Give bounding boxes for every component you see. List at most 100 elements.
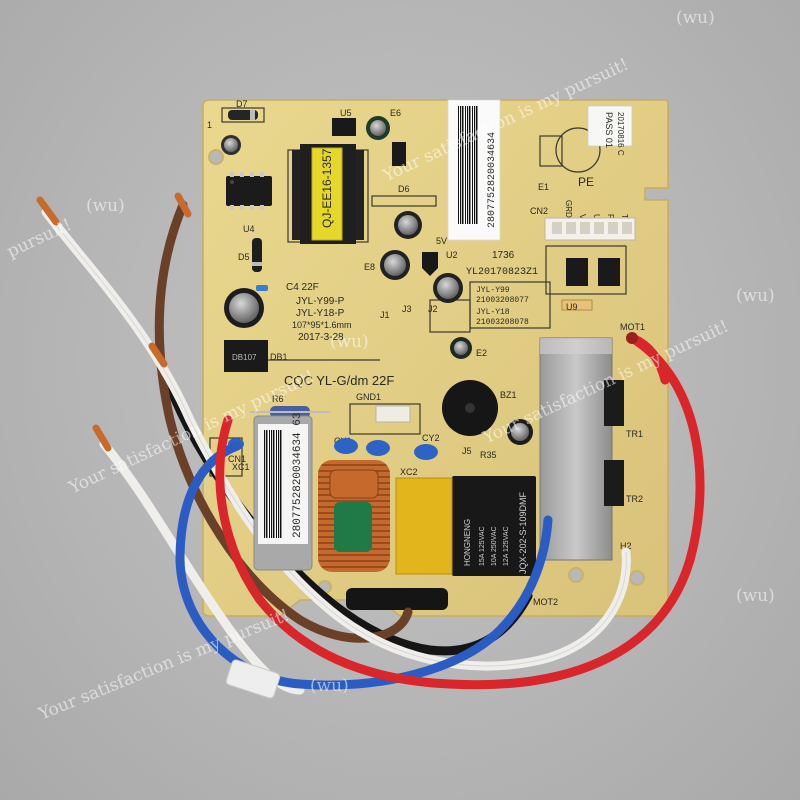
ref-u4: U4 (243, 224, 255, 234)
watermark: (wu) (676, 8, 715, 28)
barcode-sticker-board: 2807752820034634 (447, 99, 501, 241)
ref-mot1: MOT1 (620, 322, 645, 332)
relay-brand: HONGNENG (463, 519, 472, 566)
fuse (346, 588, 448, 610)
relay-rating-1: 15A 125VAC (479, 526, 486, 566)
ref-e1: E1 (538, 182, 549, 192)
ic-d6 (392, 142, 406, 166)
ref-mot2: MOT2 (533, 597, 558, 607)
ic-optocoupler-2 (598, 258, 620, 286)
ref-r35: R35 (480, 450, 497, 460)
watermark: (wu) (736, 586, 775, 606)
ref-u5: U5 (340, 108, 352, 118)
capacitor-c4 (224, 285, 268, 328)
ref-5v: 5V (436, 236, 447, 246)
silkscreen-text: 1 D7 U5 E6 D6 U4 D5 E8 U2 5V J1 J3 J2 E2… (207, 99, 645, 607)
rectifier-mark: DB107 (232, 353, 257, 362)
ref-gnd1: GND1 (356, 392, 381, 402)
capacitor-small-tl (221, 135, 241, 155)
serial-line-3: JYL-Y18 (476, 308, 510, 317)
watermark: (wu) (736, 286, 775, 306)
ref-tr2: TR2 (626, 494, 643, 504)
mounting-hole (568, 567, 584, 583)
common-mode-choke (318, 460, 390, 572)
model-line-1: JYL-Y99-P (296, 296, 345, 307)
ref-j1: J1 (380, 310, 390, 320)
triac-tr1 (604, 380, 624, 426)
capacitor-e2 (450, 337, 472, 359)
ref-db1: DB1 (270, 352, 288, 362)
cn2-mark-grd: GRD (564, 200, 573, 218)
ref-xc2: XC2 (400, 467, 418, 477)
ref-e8: E8 (364, 262, 375, 272)
ref-cn2: CN2 (530, 206, 548, 216)
connector-gnd1 (375, 405, 411, 423)
ref-bz1: BZ1 (500, 390, 517, 400)
cap-label: C4 22F (286, 282, 319, 293)
serial-line-4: 21003208078 (476, 318, 529, 327)
ic-u5 (332, 118, 356, 136)
ref-d5: D5 (238, 252, 250, 262)
watermark: (wu) (330, 332, 369, 352)
ref-cn1: CN1 (228, 454, 246, 464)
wire-ends (36, 192, 638, 452)
transformer-label: QJ-EE16-1357 (320, 148, 334, 228)
model-line-4: 2017-3-28 (298, 332, 344, 343)
ref-h2: H2 (620, 541, 632, 551)
watermark: (wu) (86, 196, 125, 216)
pass-status: PASS 01 (604, 112, 614, 148)
resistor-r6 (250, 406, 330, 418)
ref-d7: D7 (236, 99, 248, 109)
ref-j3: J3 (402, 304, 412, 314)
triac-tr2 (604, 460, 624, 506)
diode-d7 (228, 110, 258, 120)
ref-u9: U9 (566, 302, 578, 312)
capacitor-e8 (380, 250, 410, 280)
ref-r6: R6 (272, 394, 284, 404)
relay-rating-3: 12A 125VAC (503, 526, 510, 566)
ic-u4 (226, 172, 272, 210)
lot-code: 1736 (492, 250, 515, 261)
diode-d5 (252, 238, 262, 272)
wires (41, 200, 705, 695)
buzzer-bz1 (442, 380, 498, 436)
mounting-hole (629, 570, 645, 586)
capacitor-j2 (433, 273, 463, 303)
ref-xc1: XC1 (232, 462, 250, 472)
date-code: YL20170823Z1 (466, 267, 538, 278)
serial-line-1: JYL-Y99 (476, 286, 510, 295)
relay-rating-2: 10A 250VAC (491, 526, 498, 566)
mounting-hole (208, 149, 224, 165)
sleeve-barcode-number: 2807752820034634 63 (292, 413, 304, 538)
board-barcode-number: 2807752820034634 (487, 132, 498, 228)
ref-e2: E2 (476, 348, 487, 358)
ref-pin1: 1 (207, 120, 212, 130)
ref-tr1: TR1 (626, 429, 643, 439)
capacitor-near-buzzer (507, 419, 533, 445)
ref-j5: J5 (462, 446, 472, 456)
small-sleeve (225, 659, 281, 699)
bridge-rectifier-db1: DB107 (224, 340, 268, 372)
serial-line-2: 21003208077 (476, 296, 529, 305)
wire-sleeve: 2807752820034634 63 (253, 413, 313, 571)
capacitor-e6 (366, 116, 390, 140)
switch-transformer: QJ-EE16-1357 (292, 144, 364, 244)
ref-u2: U2 (446, 250, 458, 260)
model-line-2: JYL-Y18-P (296, 308, 345, 319)
ref-cy2: CY2 (422, 433, 440, 443)
ic-optocoupler-1 (566, 258, 588, 286)
ref-e6: E6 (390, 108, 401, 118)
relay-model: JQX-202-S-109DMF (518, 491, 528, 574)
watermark: (wu) (310, 676, 349, 696)
capacitor-u2-area (394, 211, 438, 276)
ref-j2: J2 (428, 304, 438, 314)
connector-cn2 (544, 217, 636, 241)
model-line-3: 107*95*1.6mm (292, 320, 352, 330)
x-capacitor (395, 477, 453, 575)
cqc-mark: CQC YL-G/dm 22F (284, 373, 394, 388)
pe-mark: PE (578, 175, 594, 189)
relay: HONGNENG 15A 125VAC 10A 250VAC 12A 125VA… (452, 476, 536, 576)
pass-sticker: 20170816 C PASS 01 (587, 105, 633, 156)
pass-date: 20170816 C (616, 112, 625, 156)
